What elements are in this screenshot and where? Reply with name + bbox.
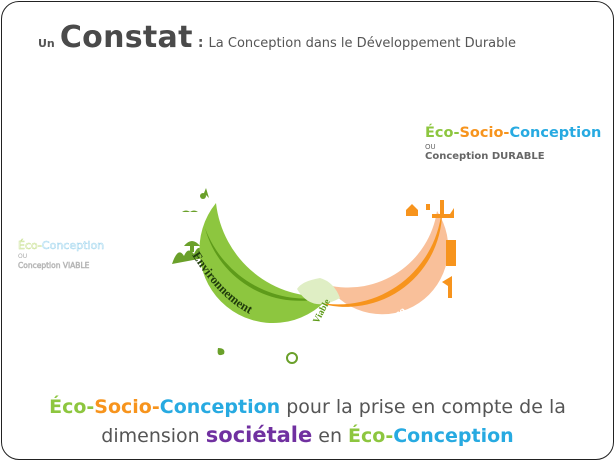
factory-icon xyxy=(432,200,454,218)
right-label-eco: Éco- xyxy=(425,125,460,141)
right-label-line1: Éco-Socio-Conception xyxy=(425,125,601,141)
viable-overlap xyxy=(297,278,340,305)
eco-conception-label: Éco-Conception OU Conception VIABLE xyxy=(18,239,105,271)
economique-crescent xyxy=(327,211,449,315)
left-label-line1: Éco-Conception xyxy=(18,239,105,253)
bottom-line-2: dimension sociétale en Éco-Conception xyxy=(2,421,613,450)
left-label-viable: Conception VIABLE xyxy=(18,261,90,271)
right-label-ou: OU xyxy=(425,143,436,151)
plant-icon xyxy=(195,188,209,198)
leaf-icon xyxy=(217,348,225,356)
eco-socio-conception-label: Éco-Socio-Conception OU Conception DURAB… xyxy=(425,125,601,162)
right-label-conception: Conception xyxy=(509,125,602,141)
slide-title: Un Constat : La Conception dans le Dével… xyxy=(38,20,516,55)
title-prefix: Un xyxy=(38,37,55,50)
grass-icon xyxy=(172,247,204,264)
chimney-icon xyxy=(426,204,430,210)
right-label-durable: Conception DURABLE xyxy=(425,151,545,162)
house-icon xyxy=(406,204,418,216)
bottom-statement: Éco-Socio-Conception pour la prise en co… xyxy=(2,393,613,450)
environnement-crescent xyxy=(199,203,330,324)
title-main: Constat xyxy=(59,20,193,55)
title-subtitle: La Conception dans le Développement Dura… xyxy=(208,36,516,51)
bottom-line-1: Éco-Socio-Conception pour la prise en co… xyxy=(2,393,613,421)
left-label-ou: OU xyxy=(18,253,28,260)
mushroom-icon xyxy=(184,241,200,252)
left-label-eco: Éco- xyxy=(18,239,42,253)
bottom-eco-2: Éco- xyxy=(348,425,394,447)
bottom-text-2: dimension xyxy=(101,425,206,447)
bottom-conception: Conception xyxy=(159,396,281,418)
bottom-text-3: en xyxy=(312,425,349,447)
bird-icon xyxy=(182,210,198,212)
economy-decorations xyxy=(406,200,456,298)
bottom-societale: sociétale xyxy=(205,423,313,447)
flower-icon xyxy=(200,193,206,199)
building-icon xyxy=(446,240,456,266)
crane-icon xyxy=(442,276,452,298)
economique-crescent-rim xyxy=(316,206,443,307)
bottom-eco: Éco- xyxy=(49,396,95,418)
bottom-text-1: pour la prise en compte de la xyxy=(280,396,566,418)
bottom-conception-2: Conception xyxy=(393,425,514,447)
left-label-conception: Conception xyxy=(41,239,105,253)
title-colon: : xyxy=(197,35,204,51)
sun-icon xyxy=(286,352,298,364)
environment-decorations xyxy=(172,188,298,364)
bottom-socio: Socio- xyxy=(94,396,160,418)
right-label-socio: Socio- xyxy=(459,125,510,141)
